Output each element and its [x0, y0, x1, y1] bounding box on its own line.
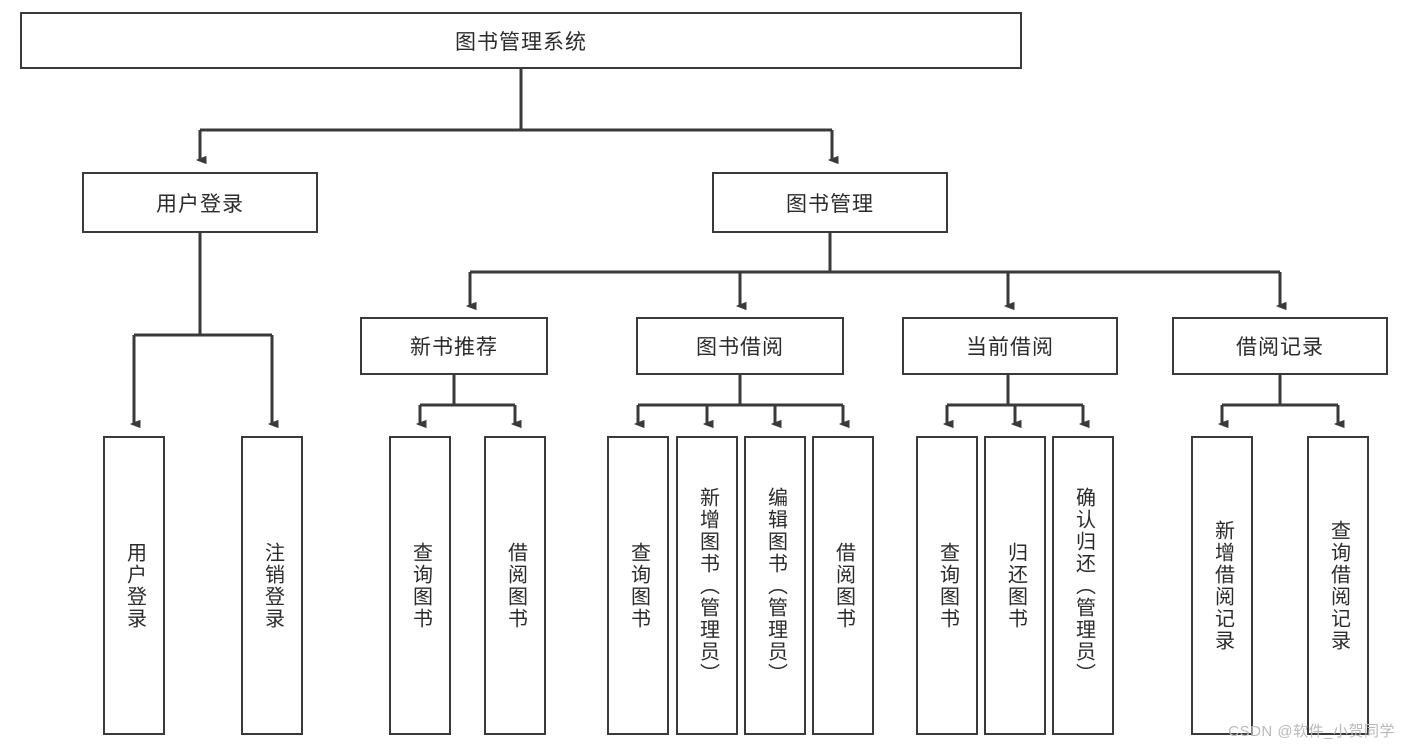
- leaf-newbook-borrow-book[interactable]: 借阅图书: [484, 436, 546, 735]
- leaf-current-confirm-return-admin[interactable]: 确认归还（管理员）: [1052, 436, 1114, 735]
- leaf-user-login[interactable]: 用户登录: [103, 436, 165, 735]
- leaf-user-logout[interactable]: 注销登录: [241, 436, 303, 735]
- leaf-record-add-borrow-record[interactable]: 新增借阅记录: [1191, 436, 1253, 735]
- leaf-borrow-edit-book-admin[interactable]: 编辑图书（管理员）: [744, 436, 806, 735]
- node-root-system[interactable]: 图书管理系统: [20, 12, 1022, 69]
- leaf-record-query-borrow-record[interactable]: 查询借阅记录: [1307, 436, 1369, 735]
- node-new-book-recommend[interactable]: 新书推荐: [360, 317, 548, 375]
- leaf-borrow-add-book-admin[interactable]: 新增图书（管理员）: [676, 436, 738, 735]
- node-current-borrow[interactable]: 当前借阅: [902, 317, 1118, 375]
- leaf-current-return-book[interactable]: 归还图书: [984, 436, 1046, 735]
- csdn-watermark: CSDN @软件_小贺同学: [1228, 723, 1395, 740]
- leaf-newbook-query-book[interactable]: 查询图书: [389, 436, 451, 735]
- leaf-borrow-borrow-book[interactable]: 借阅图书: [812, 436, 874, 735]
- node-book-management[interactable]: 图书管理: [712, 172, 948, 233]
- leaf-current-query-book[interactable]: 查询图书: [916, 436, 978, 735]
- node-user-login[interactable]: 用户登录: [82, 172, 318, 233]
- leaf-borrow-query-book[interactable]: 查询图书: [607, 436, 669, 735]
- node-book-borrow[interactable]: 图书借阅: [636, 317, 844, 375]
- node-borrow-record[interactable]: 借阅记录: [1172, 317, 1388, 375]
